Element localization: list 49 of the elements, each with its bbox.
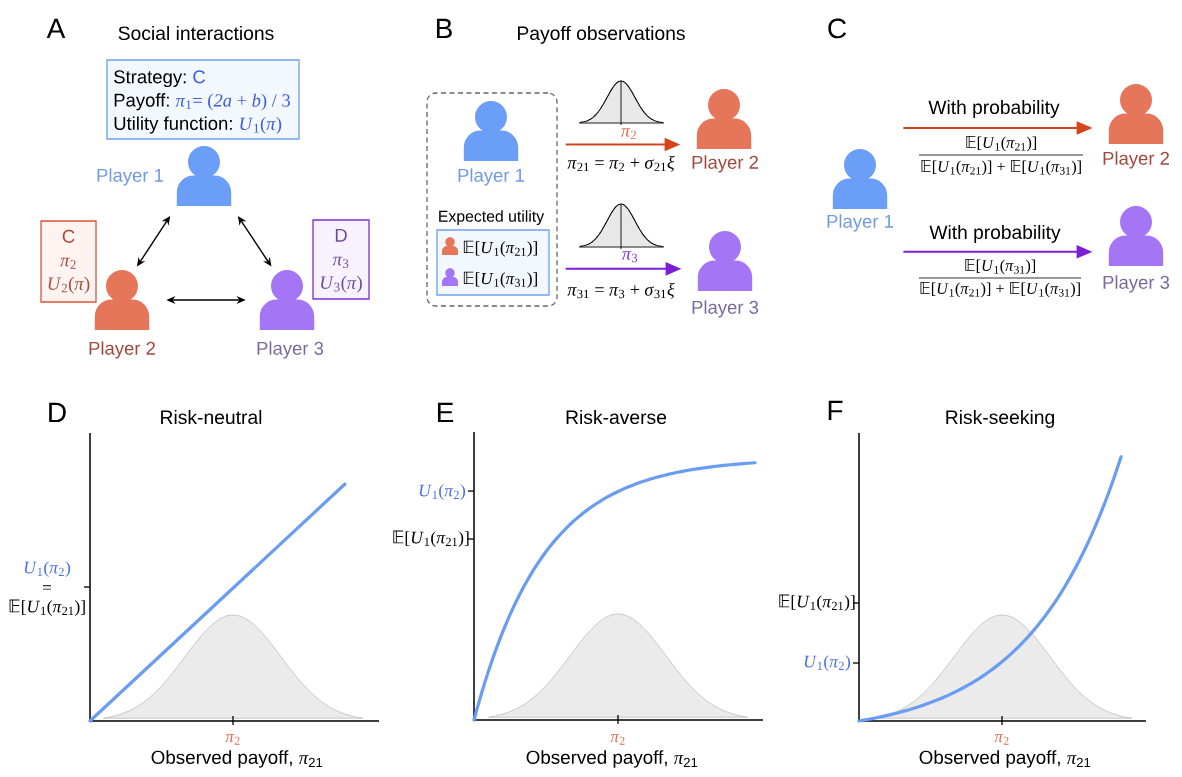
panel-title: Risk-seeking xyxy=(946,409,1054,428)
tick-label: 𝔼[U$_{1}$(π$_{21}$)] xyxy=(779,594,855,612)
tick-label: 𝔼[U$_{1}$(π$_{21}$)] xyxy=(9,599,85,617)
fraction-denominator: 𝔼[U$_{1}$(π$_{21}$)] + 𝔼[U$_{1}$(π$_{31}$)] xyxy=(921,160,1081,176)
fraction-numerator: 𝔼[U$_{1}$(π$_{21}$)] xyxy=(966,136,1037,152)
player-label: Player 3 xyxy=(1103,275,1170,293)
equals-label: = xyxy=(43,585,51,590)
panel-letter: D xyxy=(49,402,66,423)
player-label: Player 1 xyxy=(827,214,894,232)
info-box: 𝔼[U$_{1}$(π$_{21}$)] 𝔼[U$_{1}$(π$_{31}$)] xyxy=(436,229,550,296)
panel-letter: F xyxy=(828,400,843,421)
panel-letter: C xyxy=(828,18,847,39)
panel-letter: A xyxy=(46,18,66,39)
player-label: Player 2 xyxy=(1103,151,1169,169)
info-box: D π$_{3}$ U$_{3}$(π) xyxy=(312,219,370,300)
panel-title: Social interactions xyxy=(118,25,274,41)
fraction-numerator: 𝔼[U$_{1}$(π$_{31}$)] xyxy=(965,259,1036,275)
dashed-frame xyxy=(426,92,558,307)
mean-label: π$_{2}$ xyxy=(621,128,636,140)
tick-label: U$_{1}$(π$_{2}$) xyxy=(419,484,466,501)
info-box: C π$_{2}$ U$_{2}$(π) xyxy=(40,220,97,303)
edge-label: With probability xyxy=(929,225,1061,243)
axis-title: Observed payoff, π$_{21}$ xyxy=(526,750,698,768)
tick-label: U$_{1}$(π$_{2}$) xyxy=(24,561,71,578)
tick-label: U$_{1}$(π$_{2}$) xyxy=(804,655,851,672)
info-box: Strategy: C Payoff: π$_{1}$= (2a + b) / 3 Utility function: U$_{1}$(π) xyxy=(106,59,300,140)
player-label: Player 2 xyxy=(692,155,758,173)
player-label: Player 1 xyxy=(97,168,163,186)
panel-letter: B xyxy=(436,18,452,39)
player-label: Player 1 xyxy=(458,168,524,186)
box-heading: Expected utility xyxy=(439,210,545,225)
edge-label: With probability xyxy=(928,100,1060,118)
panel-title: Payoff observations xyxy=(518,25,685,44)
axis-title: Observed payoff, π$_{21}$ xyxy=(151,750,323,768)
fraction-denominator: 𝔼[U$_{1}$(π$_{21}$)] + 𝔼[U$_{1}$(π$_{31}$)] xyxy=(920,282,1080,298)
edge-label: π$_{31}$ = π$_{3}$ + σ$_{31}$ξ xyxy=(567,282,675,299)
player-label: Player 3 xyxy=(692,300,759,318)
player-label: Player 2 xyxy=(89,341,155,359)
panel-title: Risk-neutral xyxy=(161,409,262,425)
mean-label: π$_{3}$ xyxy=(622,251,638,263)
tick-label: π$_{2}$ xyxy=(994,734,1009,745)
axis-title: Observed payoff, π$_{21}$ xyxy=(919,750,1091,768)
panel-title: Risk-averse xyxy=(566,409,667,425)
tick-label: 𝔼[U$_{1}$(π$_{21}$)] xyxy=(393,530,469,548)
player-label: Player 3 xyxy=(257,341,324,359)
tick-label: π$_{2}$ xyxy=(610,734,625,745)
edge-label: π$_{21}$ = π$_{2}$ + σ$_{21}$ξ xyxy=(567,155,675,172)
tick-label: π$_{2}$ xyxy=(225,734,240,745)
panel-letter: E xyxy=(437,402,454,423)
